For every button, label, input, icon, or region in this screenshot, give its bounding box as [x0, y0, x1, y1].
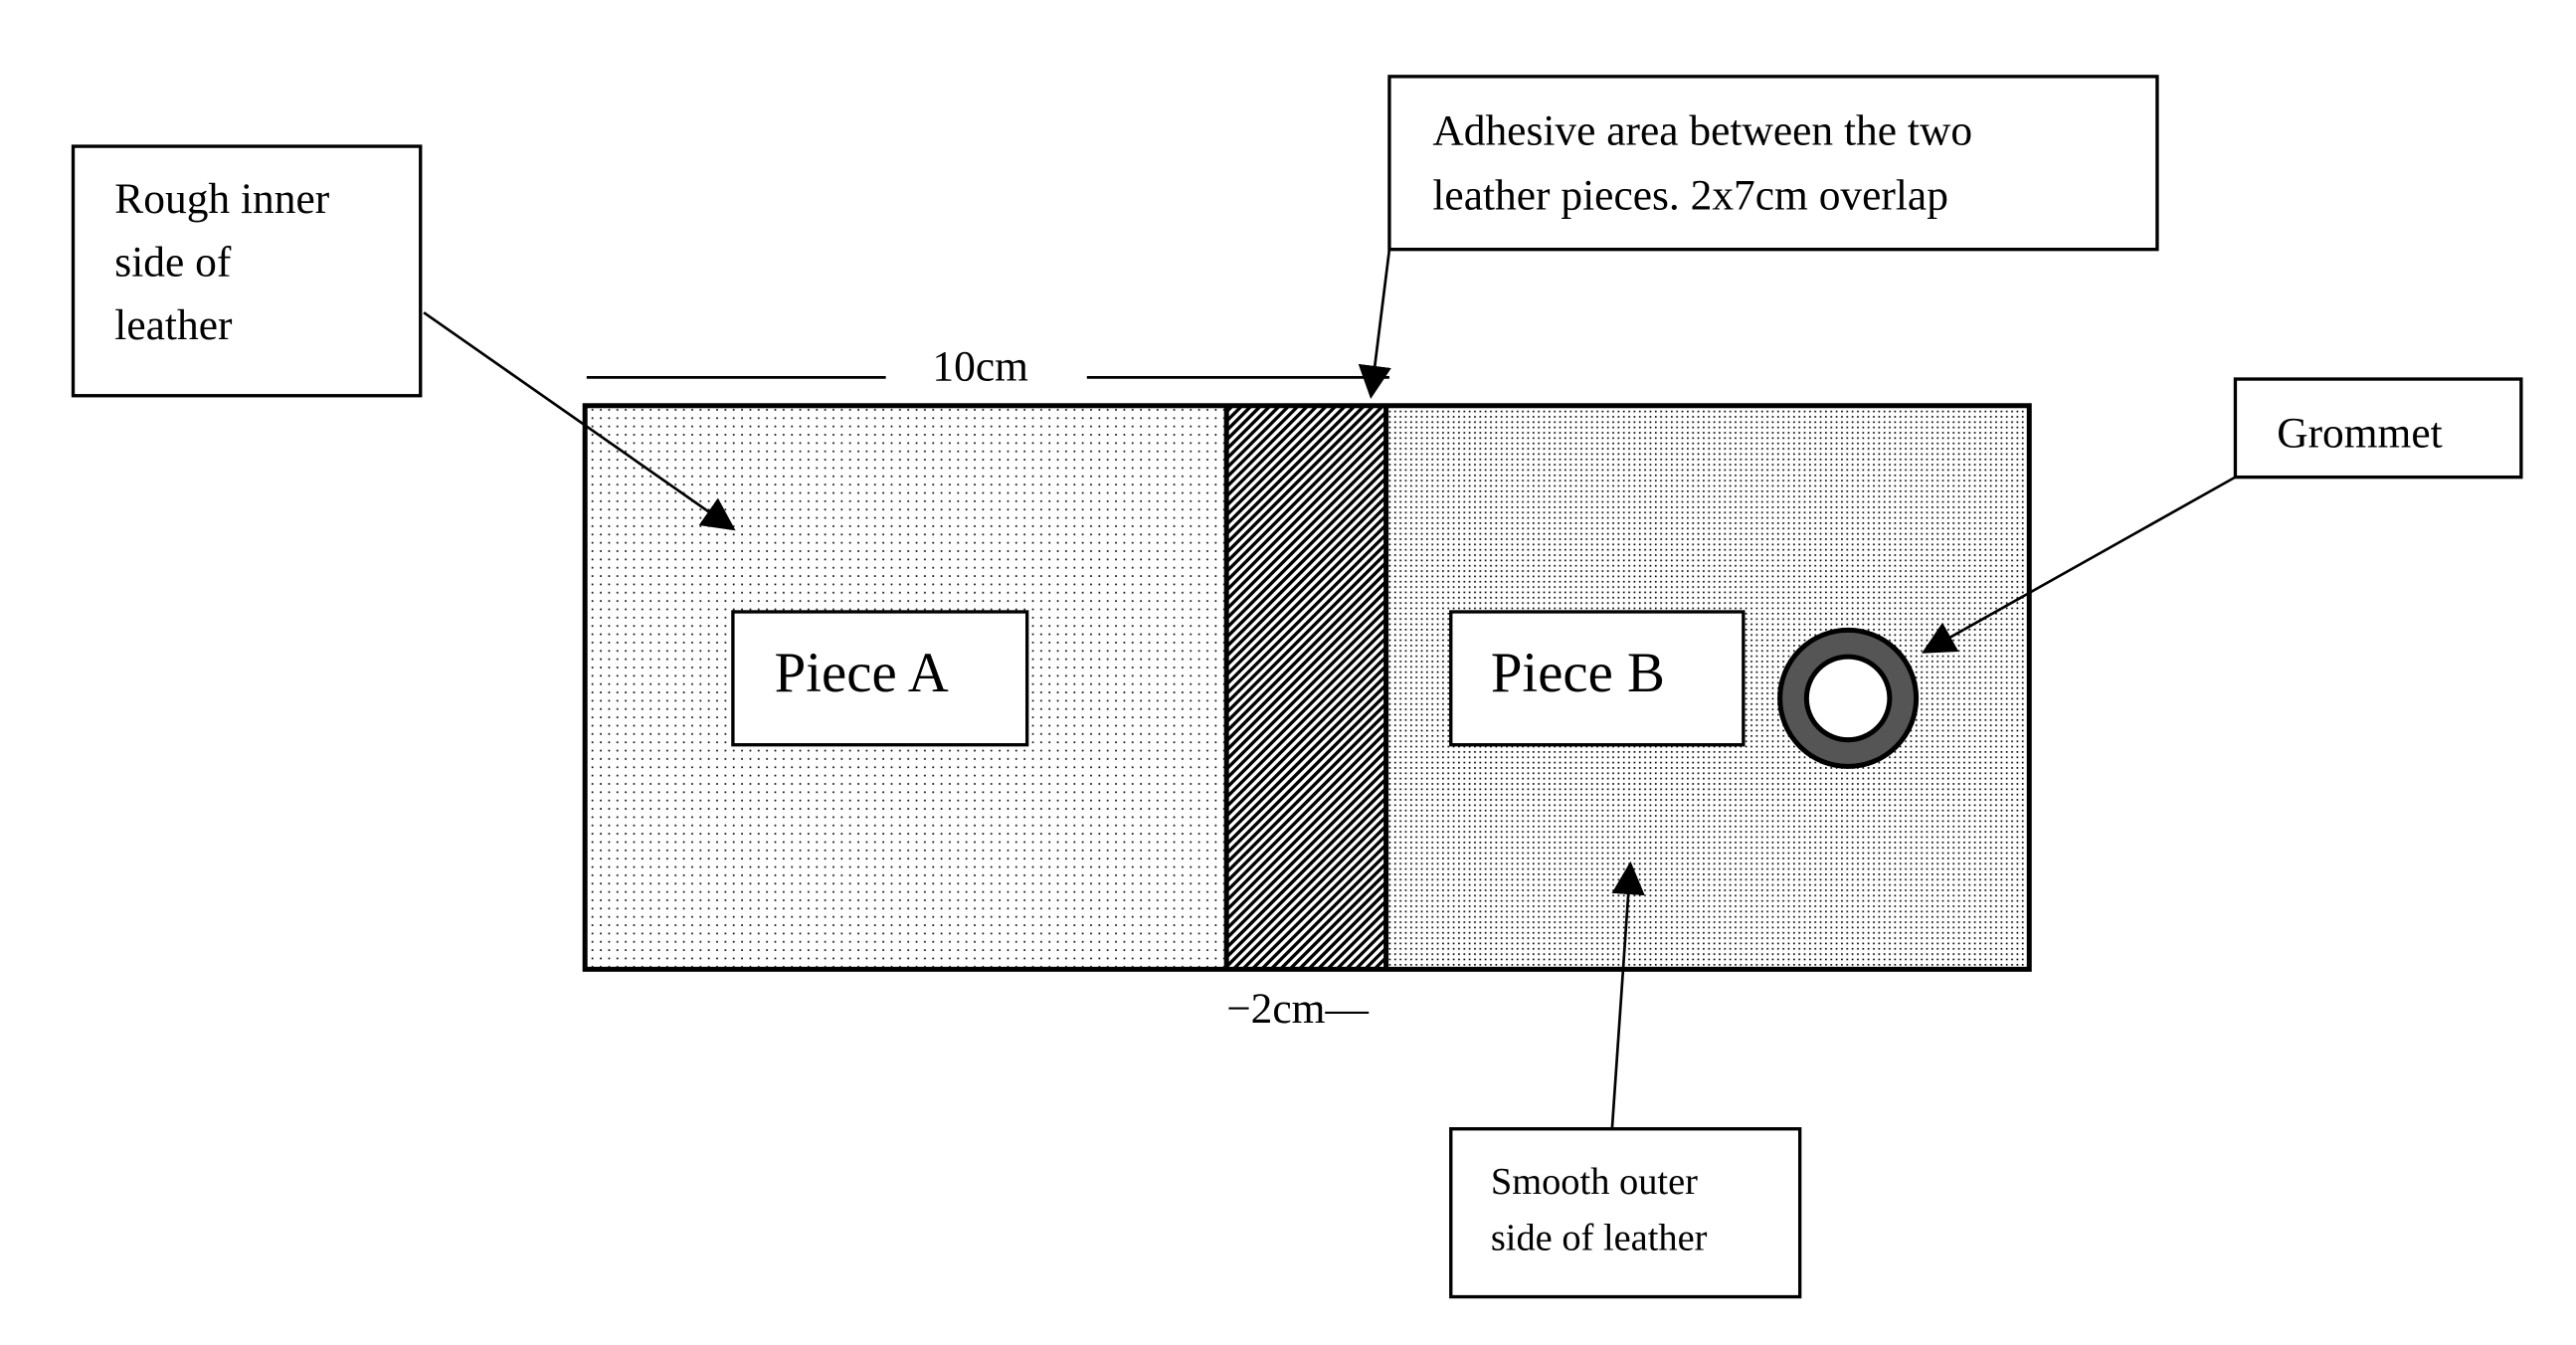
assembly-outline: [582, 403, 2032, 972]
callout-rough-side: Rough inner side of leather: [71, 144, 736, 531]
piece-b-label-box: Piece B: [1449, 610, 1746, 747]
rough-side-line-3: leather: [114, 301, 233, 349]
piece-a-label: Piece A: [775, 642, 949, 704]
overlap-dimension-label: −2cm—: [1226, 985, 1369, 1033]
adhesive-line-2: leather pieces. 2x7cm overlap: [1432, 172, 1948, 220]
rough-side-line-1: Rough inner: [114, 175, 329, 223]
grommet-icon: [1777, 627, 1920, 769]
width-dimension: 10cm: [586, 343, 1389, 391]
adhesive-line-1: Adhesive area between the two: [1432, 106, 1972, 154]
piece-a-label-box: Piece A: [731, 610, 1029, 747]
smooth-side-line-2: side of leather: [1491, 1218, 1708, 1259]
adhesive-pointer: [1358, 249, 1391, 400]
grommet-label: Grommet: [2277, 410, 2442, 458]
leather-assembly: [582, 403, 2032, 972]
grommet-pointer: [1922, 476, 2237, 654]
callout-adhesive-area: Adhesive area between the two leather pi…: [1358, 75, 2159, 400]
rough-side-line-2: side of: [114, 238, 232, 286]
adhesive-strip: [1226, 405, 1386, 970]
rough-side-pointer: [423, 311, 736, 531]
callout-smooth-side: Smooth outer side of leather: [1449, 861, 1802, 1299]
width-dimension-label: 10cm: [932, 343, 1028, 391]
smooth-side-line-1: Smooth outer: [1491, 1161, 1698, 1203]
smooth-side-pointer: [1610, 861, 1645, 1129]
piece-b-label: Piece B: [1491, 642, 1665, 704]
callout-grommet: Grommet: [1922, 377, 2523, 654]
